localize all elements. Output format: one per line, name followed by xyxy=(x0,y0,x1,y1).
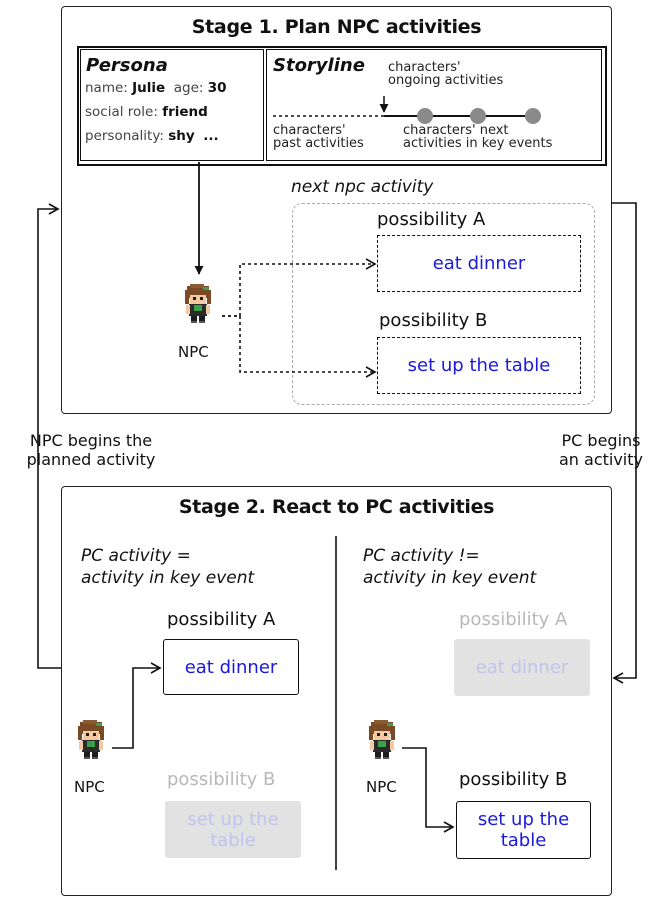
timeline-node xyxy=(525,108,541,124)
age-value: 30 xyxy=(207,80,227,96)
right-activity-a: eat dinner xyxy=(454,639,590,696)
context-panel xyxy=(77,46,607,166)
pc-begins-label: PC begins an activity xyxy=(538,431,664,469)
npc-sprite-icon xyxy=(185,284,211,323)
persona-role-row: social role: friend xyxy=(85,102,208,122)
left-cond-line1: PC activity = xyxy=(81,546,191,566)
pc-begins-line1: PC begins xyxy=(561,431,641,450)
stage1-arrow-a xyxy=(222,258,377,317)
npc-begins-line2: planned activity xyxy=(26,450,156,469)
ongoing-label: characters' ongoing activities xyxy=(388,61,503,87)
left-activity-b: set up the table xyxy=(165,801,301,858)
stage1-possibility-a-label: possibility A xyxy=(377,209,486,230)
storyline-timeline xyxy=(273,96,541,124)
stage1-possibility-b-label: possibility B xyxy=(379,310,488,331)
next-key-label: characters' next activities in key event… xyxy=(403,124,552,150)
stage1-activity-a: eat dinner xyxy=(377,235,581,292)
right-npc-label: NPC xyxy=(366,778,397,796)
role-value: friend xyxy=(162,104,208,120)
persona-panel: Persona name: Julie age: 30 social role:… xyxy=(80,49,264,161)
right-possibility-b-label: possibility B xyxy=(459,769,568,790)
next-activity-label: next npc activity xyxy=(291,177,434,197)
stage2-title: Stage 2. React to PC activities xyxy=(178,496,495,518)
persona-name-row: name: Julie age: 30 xyxy=(85,78,227,98)
persona-heading: Persona xyxy=(86,55,168,76)
pc-begins-line2: an activity xyxy=(558,450,643,469)
next-key-line2: activities in key events xyxy=(403,136,553,151)
left-possibility-b-label: possibility B xyxy=(167,769,276,790)
right-activity-b: set up the table xyxy=(456,801,591,859)
name-value: Julie xyxy=(132,80,166,96)
persona-ellipsis: ... xyxy=(203,128,219,144)
npc-sprite-icon xyxy=(78,720,104,759)
left-npc-label: NPC xyxy=(74,778,105,796)
persona-personality-row: personality: shy ... xyxy=(85,126,219,146)
npc-sprite-icon xyxy=(369,720,395,759)
storyline-heading: Storyline xyxy=(273,55,365,76)
past-line2: past activities xyxy=(273,136,364,151)
personality-label: personality: xyxy=(85,128,164,144)
ongoing-line2: ongoing activities xyxy=(388,73,504,88)
left-loop-arrow xyxy=(37,203,61,669)
past-line1: characters' xyxy=(273,123,346,138)
past-label: characters' past activities xyxy=(273,124,364,150)
right-npc-arrow xyxy=(402,747,455,833)
age-label: age: xyxy=(173,80,204,96)
personality-value: shy xyxy=(168,128,195,144)
next-key-line1: characters' next xyxy=(403,123,509,138)
left-activity-a: eat dinner xyxy=(163,639,299,695)
left-cond-line2: activity in key event xyxy=(81,568,255,588)
timeline-node xyxy=(470,108,486,124)
right-cond-line2: activity in key event xyxy=(363,568,537,588)
right-condition: PC activity != activity in key event xyxy=(363,545,536,589)
right-possibility-a-label: possibility A xyxy=(459,609,568,630)
left-possibility-a-label: possibility A xyxy=(167,609,276,630)
right-activity-b-line2: table xyxy=(500,830,547,851)
left-activity-b-line1: set up the xyxy=(187,808,279,830)
npc-begins-line1: NPC begins the xyxy=(29,431,153,450)
stage1-title: Stage 1. Plan NPC activities xyxy=(191,16,482,38)
left-activity-b-line2: table xyxy=(210,829,256,851)
right-activity-b-line1: set up the xyxy=(477,809,570,830)
stage1-arrow-b xyxy=(222,315,377,378)
npc-begins-label: NPC begins the planned activity xyxy=(6,431,176,469)
left-condition: PC activity = activity in key event xyxy=(81,545,254,589)
stage1-npc-label: NPC xyxy=(178,343,209,361)
right-cond-line1: PC activity != xyxy=(363,546,480,566)
left-npc-arrow xyxy=(112,662,162,749)
right-loop-arrow xyxy=(611,202,637,684)
stage1-activity-b: set up the table xyxy=(377,337,581,394)
possibility-group xyxy=(292,203,595,405)
ongoing-line1: characters' xyxy=(388,60,461,75)
storyline-panel: Storyline characters' ongoing activities… xyxy=(266,49,602,161)
name-label: name: xyxy=(85,80,128,96)
timeline-node xyxy=(417,108,433,124)
role-label: social role: xyxy=(85,104,158,120)
